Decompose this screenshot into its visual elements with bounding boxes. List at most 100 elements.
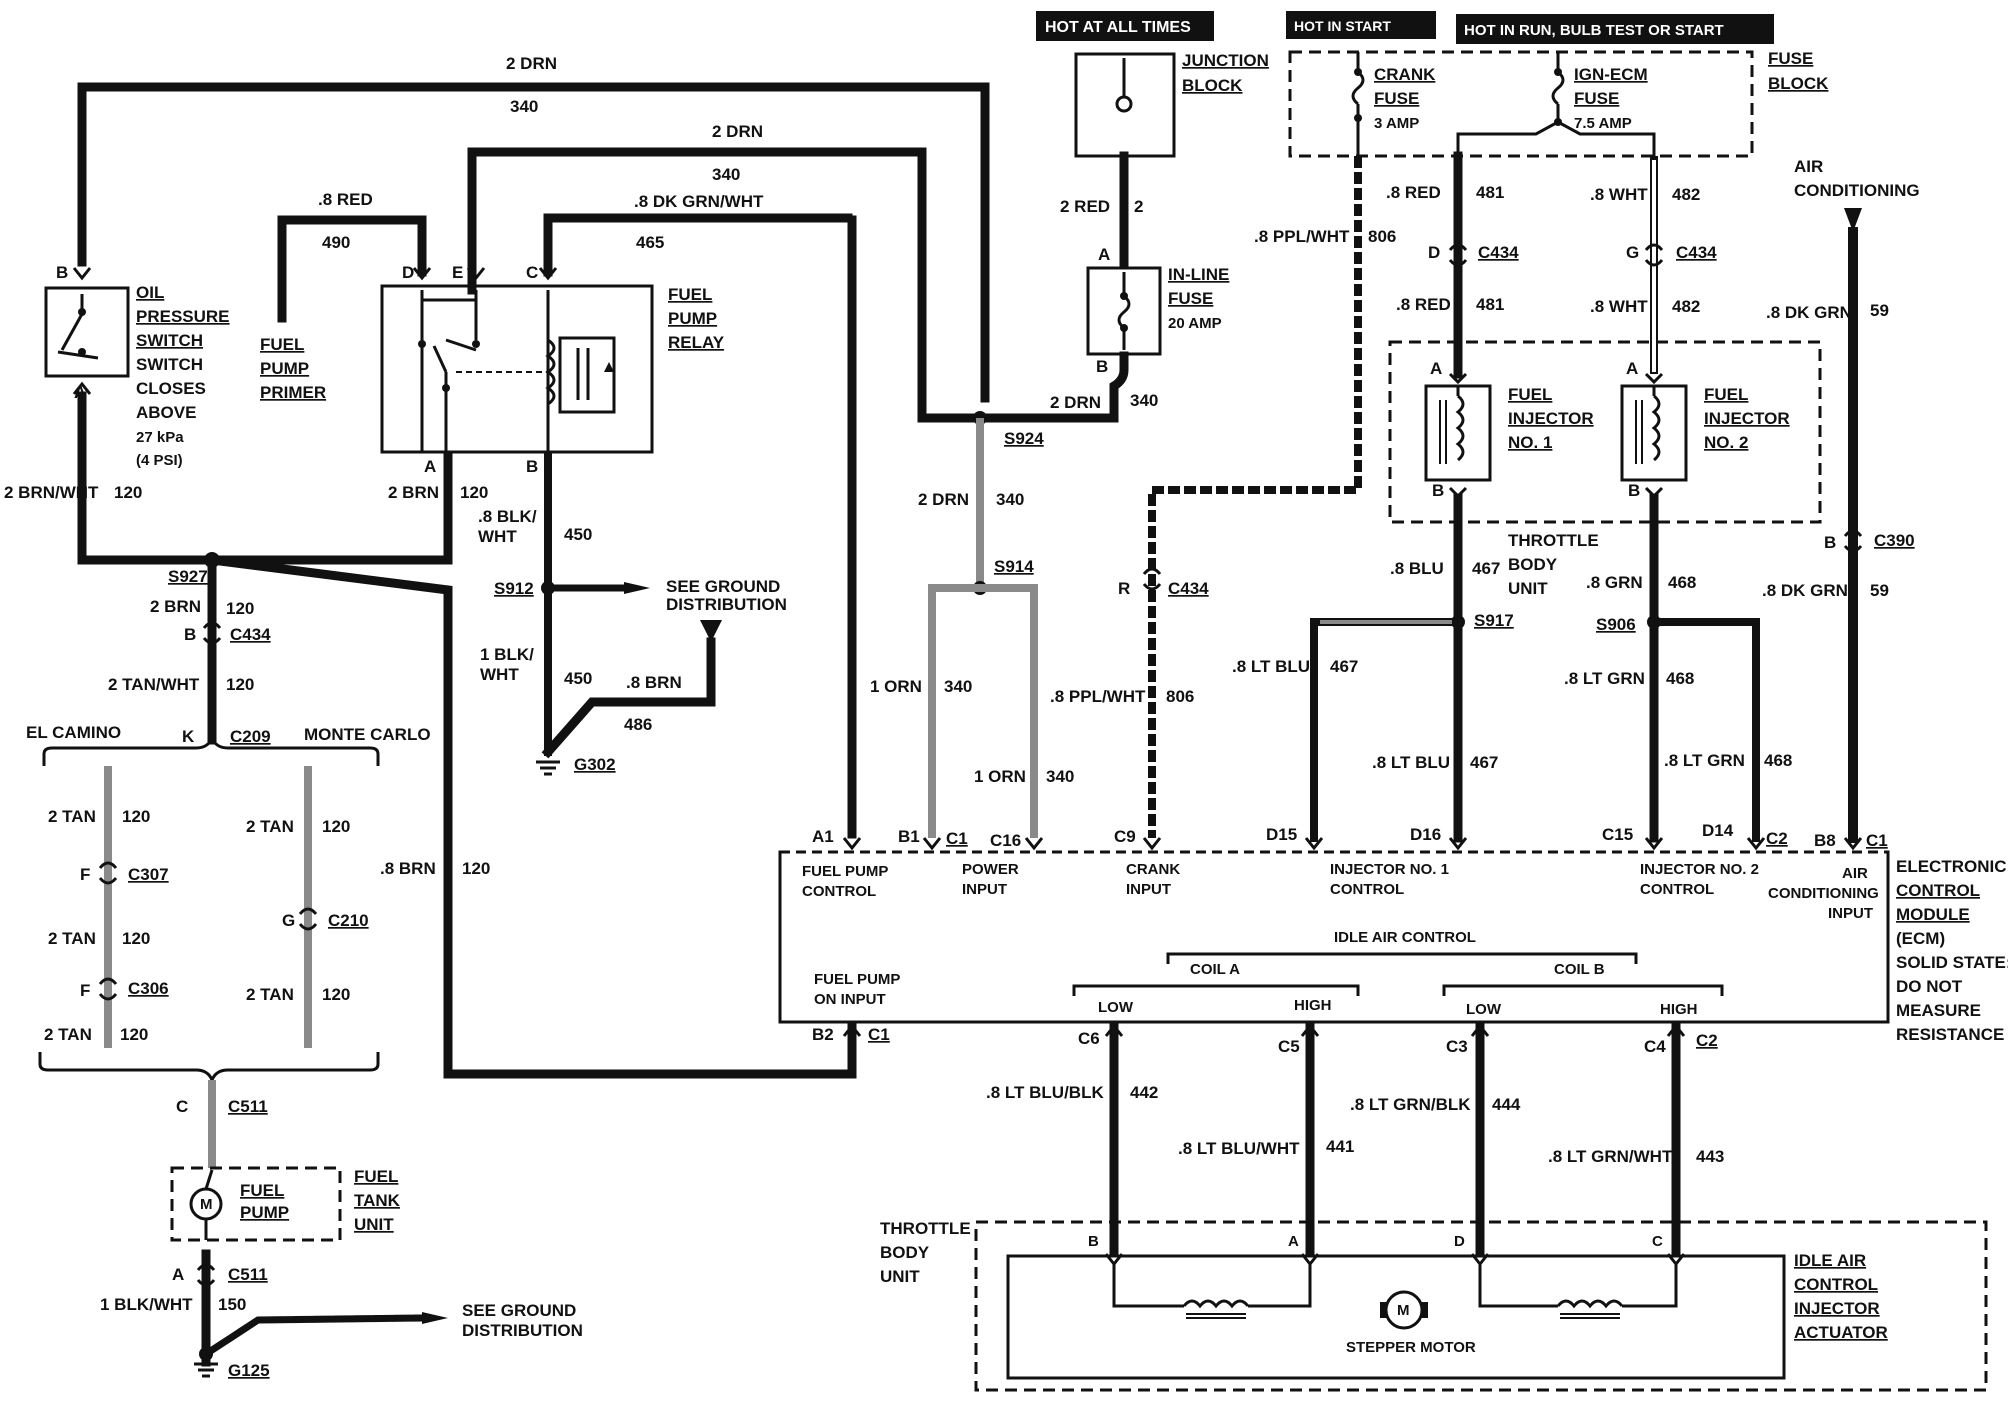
svg-text:FUSE: FUSE — [1374, 89, 1419, 108]
connector-label: S927 — [168, 567, 208, 586]
pin-label: B — [526, 457, 538, 476]
wire-circuit: 340 — [1130, 391, 1158, 410]
see-ground-distribution-2: SEE GROUND DISTRIBUTION — [462, 1301, 583, 1340]
svg-text:THROTTLE: THROTTLE — [1508, 531, 1599, 550]
pin-label: D — [1428, 243, 1440, 262]
wire-1orn-340-c16 — [980, 584, 1038, 838]
wire-circuit: 486 — [624, 715, 652, 734]
fuel-tank-unit-label: FUEL TANK UNIT — [354, 1167, 401, 1234]
wire-label: .8 DK GRN — [1762, 581, 1848, 600]
wire-circuit: 120 — [226, 599, 254, 618]
header-hot-at-all-times-text: HOT AT ALL TIMES — [1045, 19, 1191, 36]
stepper-motor-label: STEPPER MOTOR — [1346, 1339, 1476, 1356]
ecm-idle-air-control-label: IDLE AIR CONTROL — [1334, 929, 1476, 946]
wire-circuit: 120 — [322, 985, 350, 1004]
pin-label: C9 — [1114, 827, 1136, 846]
svg-text:DO NOT: DO NOT — [1896, 977, 1963, 996]
connector-label: S912 — [494, 579, 534, 598]
svg-text:OIL: OIL — [136, 283, 164, 302]
throttle-body-unit-bottom-label: THROTTLE BODY UNIT — [880, 1219, 971, 1286]
brace-top — [42, 733, 380, 766]
svg-text:IDLE AIR: IDLE AIR — [1794, 1251, 1866, 1270]
ground-arrow-icon — [700, 620, 722, 642]
pin-label: B2 — [812, 1025, 834, 1044]
pin-label: R — [1118, 579, 1130, 598]
svg-text:3 AMP: 3 AMP — [1374, 115, 1419, 132]
svg-text:TANK: TANK — [354, 1191, 401, 1210]
svg-text:INJECTOR: INJECTOR — [1794, 1299, 1880, 1318]
el-camino-label: EL CAMINO — [26, 723, 121, 742]
svg-text:BODY: BODY — [880, 1243, 930, 1262]
wire-label: 2 BRN — [150, 597, 201, 616]
connector-label: C511 — [228, 1265, 268, 1284]
wire-circuit: 467 — [1330, 657, 1358, 676]
pin-label: C2 — [1696, 1031, 1718, 1050]
ecm-high-a-label: HIGH — [1294, 997, 1332, 1014]
monte-carlo-label: MONTE CARLO — [304, 725, 431, 744]
wire-circuit: 120 — [462, 859, 490, 878]
wire-circuit: 441 — [1326, 1137, 1354, 1156]
crank-fuse — [1351, 52, 1365, 156]
wire-label: 1 BLK/WHT — [100, 1295, 193, 1314]
svg-text:CRANK: CRANK — [1126, 861, 1180, 878]
svg-text:CONDITIONING: CONDITIONING — [1768, 885, 1879, 902]
wire-label: .8 RED — [1386, 183, 1441, 202]
oil-pressure-switch — [44, 267, 130, 395]
pin-label: A — [1430, 359, 1442, 378]
ecm-injector1-control-label: INJECTOR NO. 1 CONTROL — [1330, 861, 1449, 898]
connector-label: S917 — [1474, 611, 1514, 630]
wire-2drn-340-second — [467, 147, 985, 423]
wire-8ltblu-467-d15 — [1310, 618, 1462, 842]
ecm-crank-input-label: CRANK INPUT — [1126, 861, 1180, 898]
fuel-pump-relay — [380, 267, 654, 454]
fuel-pump: M — [189, 1169, 223, 1240]
pin-label: B — [1096, 357, 1108, 376]
wire-label: 2 TAN — [246, 817, 294, 836]
fuel-injector-2 — [1620, 372, 1688, 499]
wire-8pplwht-806 — [1148, 156, 1362, 838]
ecm-high-b-label: HIGH — [1660, 1001, 1698, 1018]
svg-text:INPUT: INPUT — [1828, 905, 1873, 922]
connector-label: C434 — [1168, 579, 1209, 598]
svg-text:IGN-ECM: IGN-ECM — [1574, 65, 1648, 84]
pin-label: A — [1288, 1233, 1299, 1250]
pin-label: C2 — [1766, 829, 1788, 848]
wire-circuit: 490 — [322, 233, 350, 252]
pin-label: G — [1626, 243, 1639, 262]
svg-text:UNIT: UNIT — [880, 1267, 920, 1286]
wire-label: .8 LT BLU/BLK — [986, 1083, 1104, 1102]
wire-circuit: 120 — [122, 929, 150, 948]
svg-text:ELECTRONIC: ELECTRONIC — [1896, 857, 2007, 876]
wire-label: 2 TAN — [48, 807, 96, 826]
svg-text:INJECTOR NO. 2: INJECTOR NO. 2 — [1640, 861, 1759, 878]
wire-label: 1 ORN — [974, 767, 1026, 786]
wire-label: 1 ORN — [870, 677, 922, 696]
svg-text:UNIT: UNIT — [354, 1215, 394, 1234]
pin-label: C1 — [1866, 831, 1888, 850]
connector-label: S906 — [1596, 615, 1636, 634]
svg-text:NO. 1: NO. 1 — [1508, 433, 1552, 452]
fuel-pump-label: FUEL PUMP — [240, 1181, 289, 1222]
svg-text:BLOCK: BLOCK — [1768, 74, 1829, 93]
svg-text:CLOSES: CLOSES — [136, 379, 206, 398]
wire-label: .8 LT BLU — [1232, 657, 1310, 676]
pin-label: G — [282, 911, 295, 930]
oil-pressure-switch-label: OIL PRESSURE SWITCH SWITCH CLOSES ABOVE … — [136, 283, 230, 469]
wire-circuit: 468 — [1764, 751, 1792, 770]
pin-label: C6 — [1078, 1029, 1100, 1048]
svg-text:SWITCH: SWITCH — [136, 331, 203, 350]
svg-text:INPUT: INPUT — [962, 881, 1007, 898]
svg-text:M: M — [1397, 1302, 1410, 1319]
connector-label: C210 — [328, 911, 369, 930]
wire-circuit: 806 — [1368, 227, 1396, 246]
ecm-pin-arrows — [842, 837, 1863, 851]
svg-text:PUMP: PUMP — [668, 309, 717, 328]
svg-text:SEE GROUND: SEE GROUND — [666, 577, 780, 596]
wire-circuit: 467 — [1472, 559, 1500, 578]
svg-text:RELAY: RELAY — [668, 333, 725, 352]
pin-label: D14 — [1702, 821, 1734, 840]
wire-label: 2 DRN — [1050, 393, 1101, 412]
ign-ecm-fuse-label: IGN-ECM FUSE 7.5 AMP — [1574, 65, 1648, 132]
iac-actuator-label: IDLE AIR CONTROL INJECTOR ACTUATOR — [1794, 1251, 1888, 1342]
pin-label: D16 — [1410, 825, 1441, 844]
